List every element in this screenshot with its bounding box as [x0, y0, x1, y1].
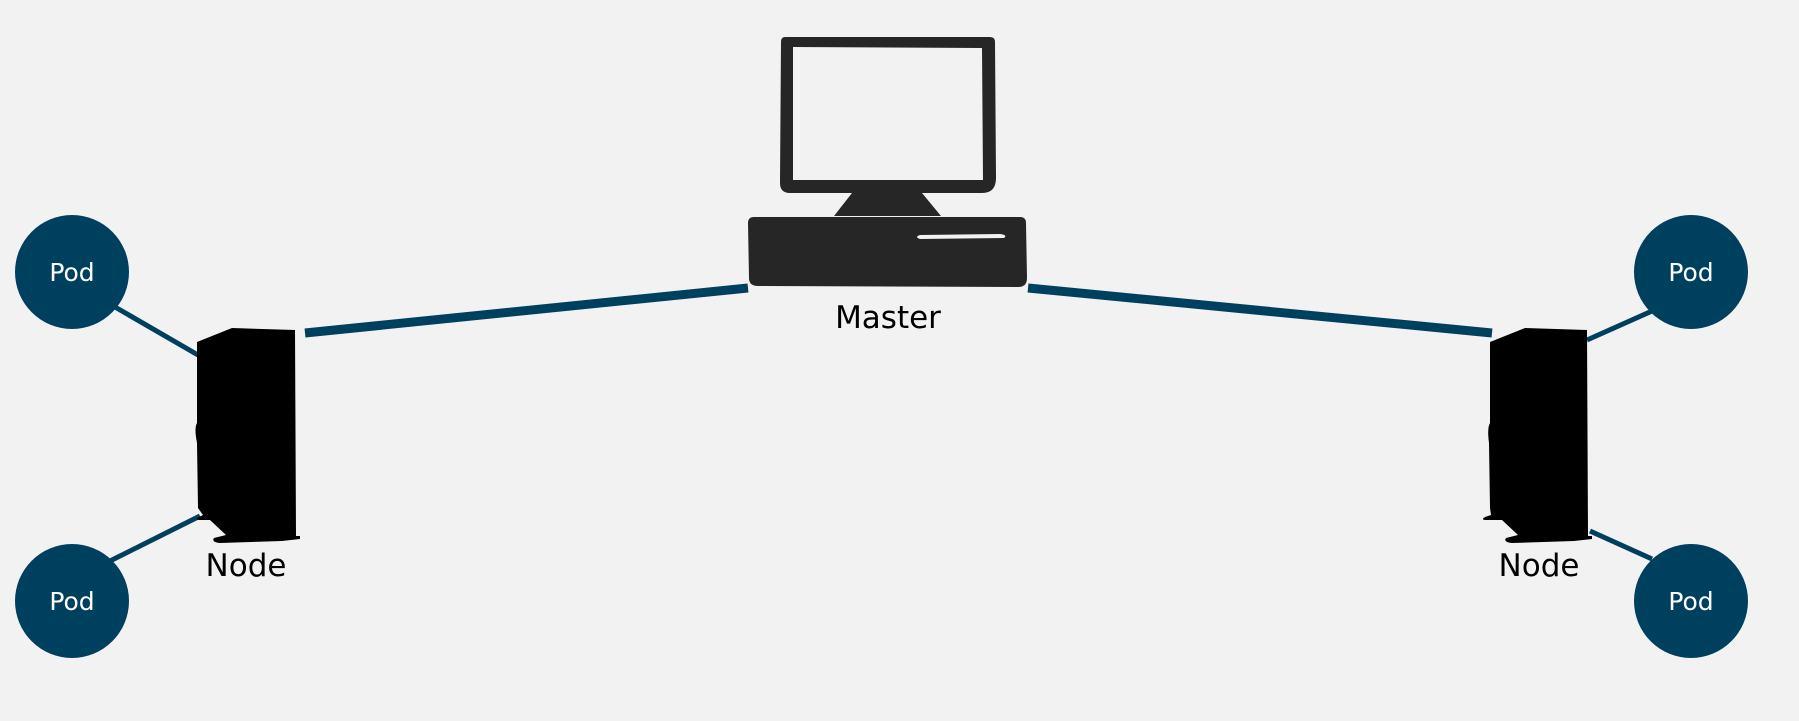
pod: Pod [1634, 215, 1748, 329]
server-body [1482, 328, 1592, 543]
connector-master-right-node [1027, 283, 1493, 338]
drive-slot [917, 234, 1006, 239]
monitor-stand [834, 193, 941, 216]
pod-circle [1634, 215, 1748, 329]
node-label: Node [206, 548, 287, 584]
server-tower-icon [195, 328, 300, 543]
pod-label: Pod [1668, 587, 1713, 616]
connector-right-node-bottom-pod [1588, 528, 1654, 562]
connector-left-node-top-pod [113, 304, 200, 358]
pod-circle [15, 215, 129, 329]
computer-base [748, 217, 1027, 287]
pod-circle [1634, 544, 1748, 658]
server-body [195, 328, 300, 543]
pod-connectors [108, 304, 1654, 564]
connector-right-node-top-pod [1585, 308, 1654, 343]
monitor-screen [780, 37, 996, 193]
pod: Pod [1634, 544, 1748, 658]
pod-label: Pod [1668, 258, 1713, 287]
pod: Pod [15, 215, 129, 329]
connector-left-node-bottom-pod [108, 513, 202, 564]
node-label: Node [1499, 548, 1580, 584]
pod: Pod [15, 544, 129, 658]
pod-label: Pod [49, 258, 94, 287]
master-connectors [304, 283, 1493, 338]
master-label: Master [835, 300, 941, 336]
pod-label: Pod [49, 587, 94, 616]
pod-circle [15, 544, 129, 658]
desktop-computer-icon [748, 37, 1027, 287]
server-tower-icon [1482, 328, 1592, 543]
connector-master-left-node [304, 283, 749, 338]
